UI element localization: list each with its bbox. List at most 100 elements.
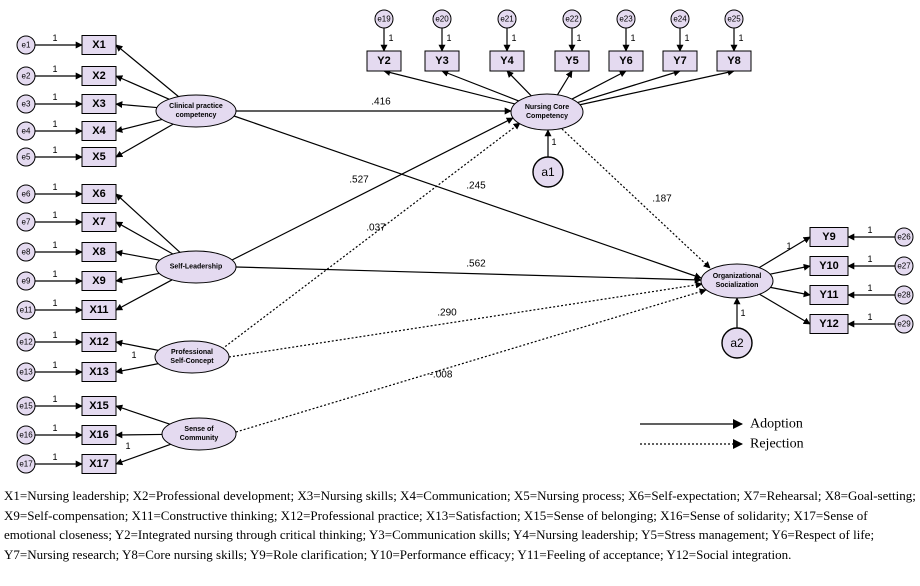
error-label-e9: e9 xyxy=(22,277,31,286)
indicator-box-x16 xyxy=(81,425,117,445)
fixed-loading-e15: 1 xyxy=(52,394,57,404)
error-label-e5: e5 xyxy=(22,153,31,162)
loading-arrow-x12 xyxy=(115,339,159,351)
indicator-label-x3: X3 xyxy=(92,98,105,110)
coef-clinical-to-nursingcore: .416 xyxy=(371,97,391,108)
indicator-box-x13 xyxy=(81,362,117,382)
indicator-label-y2: Y2 xyxy=(377,55,390,67)
indicator-box-x12 xyxy=(81,332,117,352)
error-label-e27: e27 xyxy=(897,262,911,271)
indicator-label-y7: Y7 xyxy=(673,55,686,67)
structural-path-profconcept-to-nursingcore xyxy=(221,122,521,350)
indicator-box-y8 xyxy=(716,50,752,72)
error-label-e12: e12 xyxy=(19,338,33,347)
loading-arrow-y10 xyxy=(769,263,811,275)
indicator-box-y2 xyxy=(366,50,402,72)
latent-orgsoc xyxy=(700,263,774,299)
error-term-e20 xyxy=(432,9,452,29)
indicator-box-x2 xyxy=(81,66,117,86)
error-label-e6: e6 xyxy=(22,190,31,199)
fixed-loading-e7: 1 xyxy=(52,210,57,220)
loading-arrow-x5 xyxy=(115,123,174,158)
fixed-loading-e29: 1 xyxy=(867,312,872,322)
fixed-loading-e23: 1 xyxy=(630,33,635,43)
structural-path-profconcept-to-orgsoc xyxy=(228,281,703,358)
indicator-box-x7 xyxy=(81,212,117,232)
sem-path-diagram: X1e11X2e21X3e31X4e41X5e51X6e61X7e71X8e81… xyxy=(16,9,914,474)
fixed-loading-e27: 1 xyxy=(867,254,872,264)
fixed-loading-e3: 1 xyxy=(52,92,57,102)
fixed-loading-e9: 1 xyxy=(52,269,57,279)
indicator-label-x5: X5 xyxy=(92,151,105,163)
loading-arrow-x11 xyxy=(115,279,173,311)
error-term-e27 xyxy=(894,256,914,276)
loading-arrow-y7 xyxy=(577,69,681,104)
fixed-loading-e16: 1 xyxy=(52,423,57,433)
indicator-box-y11 xyxy=(809,285,849,305)
coef-nursingcore-to-orgsoc: .187 xyxy=(652,194,672,205)
indicator-label-x1: X1 xyxy=(92,39,105,51)
fixed-loading-e8: 1 xyxy=(52,240,57,250)
loading-arrow-x1 xyxy=(115,44,179,98)
loading-arrow-x15 xyxy=(115,404,171,425)
error-label-e8: e8 xyxy=(22,248,31,257)
indicator-box-x4 xyxy=(81,121,117,141)
error-term-e9 xyxy=(16,271,36,291)
error-label-e3: e3 xyxy=(22,100,31,109)
coef-selfleader-to-orgsoc: .562 xyxy=(466,259,486,270)
loading-arrow-x9 xyxy=(115,272,160,284)
error-term-e5 xyxy=(16,147,36,167)
indicator-label-y3: Y3 xyxy=(435,55,448,67)
loading-arrow-y12 xyxy=(759,293,811,325)
indicator-box-x11 xyxy=(81,300,117,320)
indicator-label-x11: X11 xyxy=(90,304,109,316)
structural-path-selfleader-to-orgsoc xyxy=(235,266,702,284)
fixed-loading-e24: 1 xyxy=(684,33,689,43)
structural-path-belonging-to-orgsoc xyxy=(235,288,707,433)
loading-arrow-y8 xyxy=(579,68,735,106)
coef-selfleader-to-nursingcore: .527 xyxy=(349,175,369,186)
error-label-e16: e16 xyxy=(19,431,33,440)
fixed-loading-e22: 1 xyxy=(576,33,581,43)
fixed-loading-e26: 1 xyxy=(867,225,872,235)
error-term-e8 xyxy=(16,242,36,262)
fixed-loading-e21: 1 xyxy=(511,33,516,43)
indicator-label-x13: X13 xyxy=(89,366,109,378)
fixed-loading-e2: 1 xyxy=(52,64,57,74)
indicator-box-y9 xyxy=(809,227,849,247)
indicator-box-y5 xyxy=(554,50,590,72)
indicator-label-y4: Y4 xyxy=(500,55,514,67)
latent-nursingcore xyxy=(510,93,584,131)
fixed-loading-a1: 1 xyxy=(551,137,556,147)
error-term-e19 xyxy=(374,9,394,29)
error-label-e19: e19 xyxy=(377,15,391,24)
error-label-e15: e15 xyxy=(19,402,33,411)
error-term-e6 xyxy=(16,184,36,204)
indicator-box-y7 xyxy=(662,50,698,72)
error-label-e26: e26 xyxy=(897,233,911,242)
error-label-e28: e28 xyxy=(897,291,911,300)
indicator-box-y4 xyxy=(489,50,525,72)
indicator-label-x9: X9 xyxy=(92,275,105,287)
loading-arrow-x13 xyxy=(115,363,159,375)
legend-rejection-label: Rejection xyxy=(750,437,804,452)
legend-adoption-label: Adoption xyxy=(750,417,803,432)
indicator-label-x12: X12 xyxy=(89,336,109,348)
fixed-loading-e13: 1 xyxy=(52,360,57,370)
error-term-e21 xyxy=(497,9,517,29)
fixed-loading-e28: 1 xyxy=(867,283,872,293)
latent-selfleader xyxy=(155,250,237,284)
coef-profconcept-to-nursingcore: .037 xyxy=(366,223,386,234)
loading-arrow-y5 xyxy=(556,70,573,96)
error-term-e12 xyxy=(16,332,36,352)
loading-arrow-x6 xyxy=(115,193,181,253)
error-label-e20: e20 xyxy=(435,15,449,24)
error-term-e3 xyxy=(16,94,36,114)
coef-clinical-to-orgsoc: .245 xyxy=(466,181,486,192)
indicator-box-y10 xyxy=(809,256,849,276)
fixed-loading-y9: 1 xyxy=(786,241,791,251)
indicator-label-x4: X4 xyxy=(92,125,106,137)
